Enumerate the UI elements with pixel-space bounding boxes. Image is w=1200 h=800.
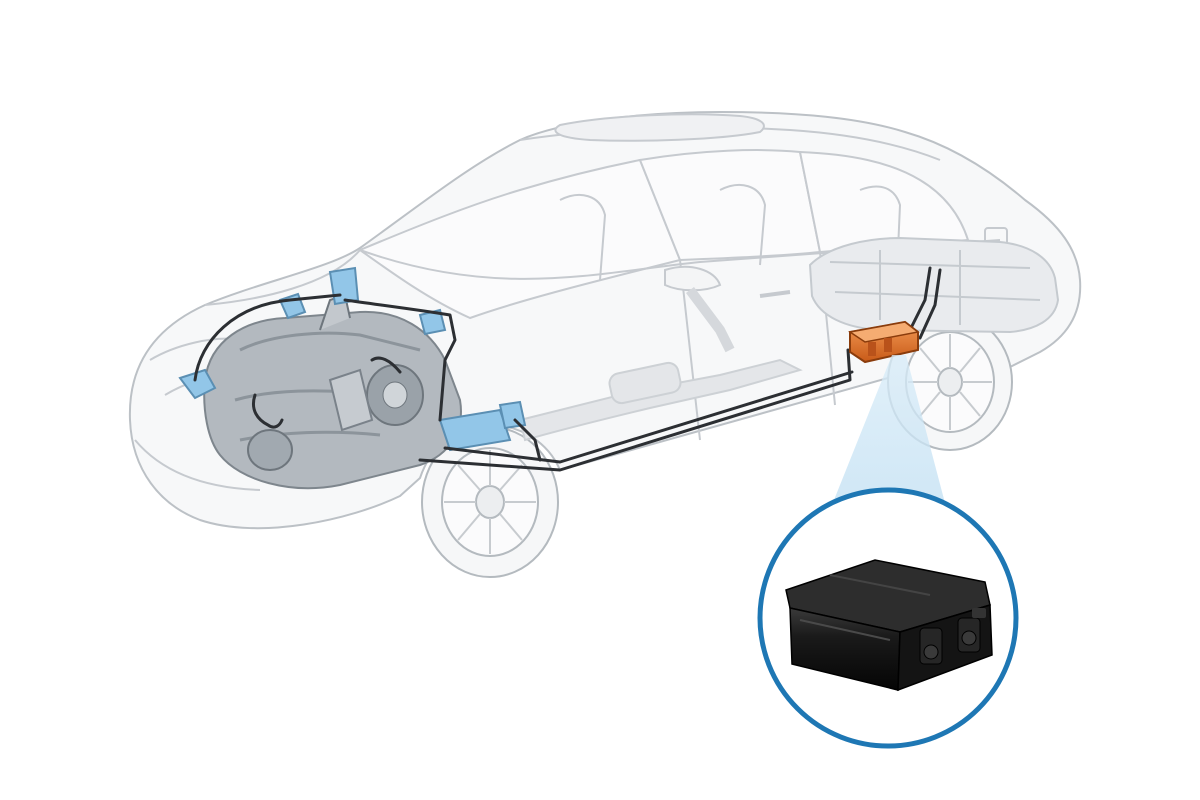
front-wheel [421,426,559,578]
vapor-lines [193,266,942,472]
engine-block [203,293,462,490]
fuel-tank [808,236,1060,334]
evap-canister-highlight [848,320,920,364]
exhaust-system [518,287,803,442]
canister-ports [919,608,986,665]
car-roof-windows [134,113,1008,491]
evap-canister-closeup [785,559,993,692]
